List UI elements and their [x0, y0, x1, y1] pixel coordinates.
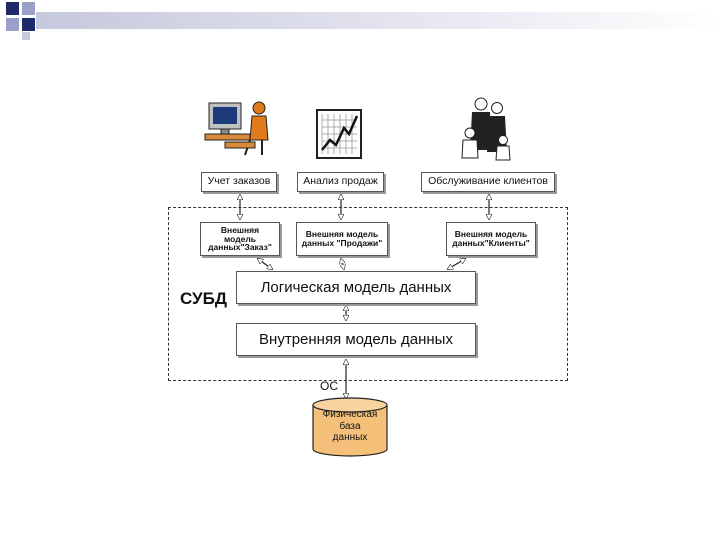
internal-data-model-label: Внутренняя модель данных [259, 330, 453, 348]
external-model-line2: данных"Клиенты" [452, 238, 530, 248]
external-model-line1: Внешняя модель [220, 224, 260, 244]
external-model-line1: Внешняя модель [305, 229, 379, 240]
internal-data-model: Внутренняя модель данных [236, 323, 476, 356]
external-model-sales: Внешняя модель данных "Продажи" [296, 222, 388, 256]
user-box-order-accounting: Учет заказов [201, 172, 277, 192]
user-box-label: Анализ продаж [303, 175, 378, 188]
logical-data-model-label: Логическая модель данных [260, 278, 452, 296]
dbms-boundary [168, 207, 568, 381]
external-model-line1: Внешняя модель [454, 229, 528, 240]
sales-growth-chart-icon [316, 109, 362, 159]
group-of-people-icon [461, 97, 511, 161]
physical-database-label: Физическая база данных [312, 409, 388, 444]
dbms-label: СУБД [180, 289, 227, 308]
os-label: ОС [320, 379, 338, 393]
user-box-label: Обслуживание клиентов [428, 175, 548, 188]
physical-database-line3: данных [332, 432, 368, 443]
user-box-customer-service: Обслуживание клиентов [421, 172, 555, 192]
user-box-label: Учет заказов [207, 175, 271, 188]
physical-database-cylinder [312, 397, 388, 457]
connector-arrows [240, 195, 489, 398]
external-model-line2: данных "Продажи" [301, 238, 383, 248]
physical-database-line2: база [339, 420, 361, 432]
external-model-orders: Внешняя модель данных"Заказ" [200, 222, 280, 256]
slide-header-band [36, 12, 720, 29]
user-box-sales-analysis: Анализ продаж [297, 172, 384, 192]
external-model-line2: данных"Заказ" [208, 242, 272, 253]
physical-database-line1: Физическая [322, 409, 378, 420]
person-at-computer-icon [204, 101, 269, 156]
external-model-clients: Внешняя модель данных"Клиенты" [446, 222, 536, 256]
logical-data-model: Логическая модель данных [236, 271, 476, 304]
slide-corner-decoration [0, 0, 720, 40]
